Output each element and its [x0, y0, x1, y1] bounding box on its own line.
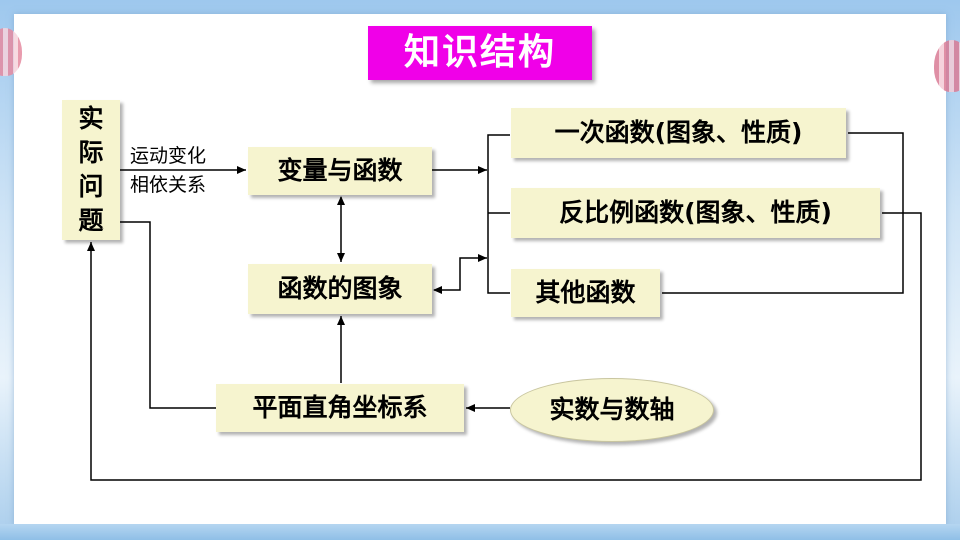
- real-problem-char: 实: [78, 104, 104, 133]
- function-types-bracket: [487, 134, 510, 294]
- node-inverse-proportion-function: 反比例函数(图象、性质): [511, 188, 880, 238]
- slide-title: 知识结构: [368, 26, 592, 80]
- node-linear-function: 一次函数(图象、性质): [511, 108, 846, 158]
- node-variables-functions: 变量与函数: [248, 147, 432, 195]
- node-other-functions: 其他函数: [511, 269, 660, 317]
- edge-label-dependency: 相依关系: [130, 174, 207, 196]
- real-problem-char: 际: [78, 138, 104, 167]
- edge-inverse-back-to-problem: [87, 212, 922, 481]
- node-real-problem: 实 际 问 题: [62, 100, 120, 240]
- edge-label-motion-change: 运动变化: [130, 145, 207, 167]
- edge-graph-bracket: [433, 254, 487, 294]
- real-problem-char: 题: [78, 206, 104, 235]
- edge-problem-to-coordinate: [120, 221, 216, 409]
- node-coordinate-system: 平面直角坐标系: [216, 384, 464, 432]
- bottom-decoration: [0, 524, 960, 540]
- balloon-decoration-right: [934, 40, 960, 92]
- real-problem-char: 问: [78, 172, 104, 201]
- balloon-decoration-left: [0, 28, 22, 76]
- node-real-numbers-axis: 实数与数轴: [510, 378, 714, 442]
- node-function-graph: 函数的图象: [248, 264, 432, 314]
